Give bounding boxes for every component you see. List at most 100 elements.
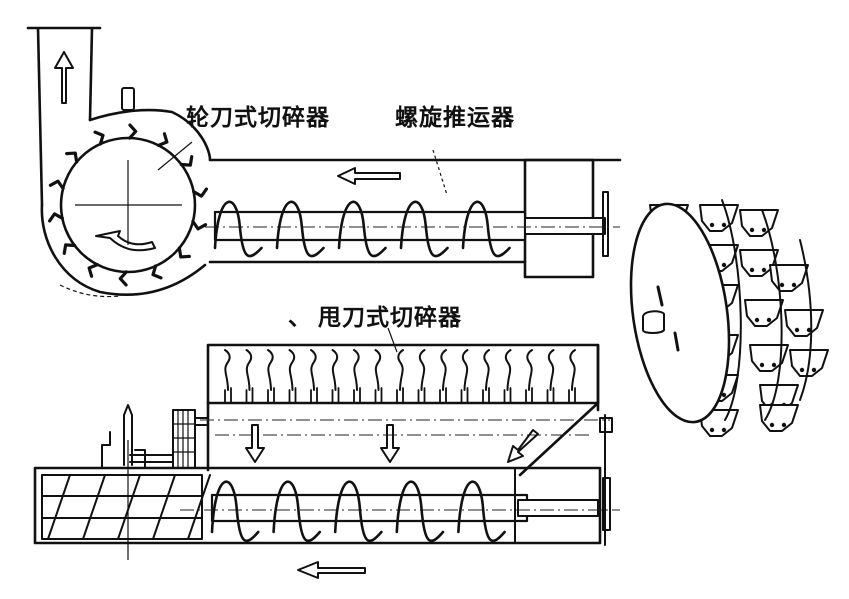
grate-bar [82,474,106,540]
flail-mount [310,387,318,404]
wheel-blade [179,155,194,167]
grate-bar [187,474,211,540]
wheel-blade [177,246,191,259]
side-drive [599,414,613,546]
grate-bar [152,474,176,540]
blade-rivet [769,422,775,428]
blade-rivet [781,422,787,428]
blade-rivet [721,222,727,228]
flail-mount [288,387,297,404]
output-left-arrow-icon [297,561,366,579]
wheel-blade [128,123,138,140]
drop-arrow-icon [245,424,265,463]
perspective-blade [769,264,809,292]
flail-mount [267,387,275,404]
flail-cutter-assembly [33,327,620,579]
flail-blade [461,349,469,391]
wheel-blade [65,151,79,164]
screw-conveyor-leader [432,149,448,196]
flail-blade [224,349,231,391]
wheel-cutter-leader [157,141,193,171]
flail-mount [331,387,340,404]
perspective-disc [629,202,731,424]
flail-blade [397,349,404,391]
blade-rivet [766,317,772,323]
blade-rivet [749,267,755,273]
wheel-blade [192,187,209,198]
flail-blade [353,349,360,391]
flail-blades [224,349,576,404]
flail-blade [418,349,426,391]
drop-arrow-icon [380,424,400,463]
pulley-shaft [194,417,209,426]
flail-cutter-leader [387,327,398,353]
flail-blade [267,349,274,391]
flail-blade [569,349,576,391]
blade-rivet [721,392,727,398]
wheel-blade [93,130,105,146]
hopper-slope [518,401,600,477]
disc-slots [656,285,680,352]
flail-mount [245,387,254,404]
flail-blade [504,349,512,391]
wheel-blade [151,264,163,280]
blade-rivet [771,362,777,368]
gearbox [101,431,174,468]
blade-rivet [749,227,755,233]
blade-rivet [794,327,800,333]
vertical-shaft [123,404,133,466]
blade-rivet [779,282,785,288]
flail-blade [288,349,296,391]
flail-mount [546,387,555,404]
side-pulley [602,477,611,531]
flail-mount [396,387,404,404]
flail-blade [483,349,490,391]
grate-bar [47,474,71,540]
flail-blade [374,349,382,391]
airflow-up-arrow-icon [54,51,74,104]
blade-rivet [754,317,760,323]
belt-pulley [172,409,196,469]
drop-arrow-icon [507,429,539,463]
blade-rivet [759,362,765,368]
flail-mount [224,387,232,404]
blade-rivet [791,282,797,288]
label-screw-conveyor: 螺旋推运器 [395,105,515,131]
wheel-blade [48,179,65,191]
grate-bar [117,474,141,540]
flail-blade [331,349,339,391]
blade-rivet [799,367,805,373]
wheel-blade [87,263,100,278]
perspective-rings [721,199,813,421]
screw-shaft [213,210,527,242]
outlet-duct [26,26,102,207]
flow-left-arrow-icon [337,167,401,185]
wheel-blades [47,123,209,287]
flail-mount [503,387,512,404]
lower-trough [33,466,602,545]
grate [41,474,203,540]
wheel-blade [118,270,128,287]
hub [642,310,665,334]
blade-rivet [806,327,812,333]
flail-blade [310,349,317,391]
flail-blade [440,349,447,391]
casing-top [88,108,622,162]
flail-blade [547,349,555,391]
blade-rivet [721,427,727,433]
label-flail-prefix: 、 [288,305,312,331]
wheel-blade [62,243,77,255]
flail-mount [417,387,426,404]
wheel-cutter-assembly [26,26,622,298]
pulley-grooves [173,410,195,468]
blade-rivet [761,267,767,273]
perspective-blade [744,299,784,327]
wheel-cutter-perspective [629,199,829,437]
flail-mount [568,387,576,404]
flail-mount [525,387,533,404]
wheel-disc [59,136,197,274]
wheel-blade [191,219,208,231]
label-flail-cutter: 甩刀式切碎器 [318,305,462,331]
casing-hidden-line [59,284,121,298]
